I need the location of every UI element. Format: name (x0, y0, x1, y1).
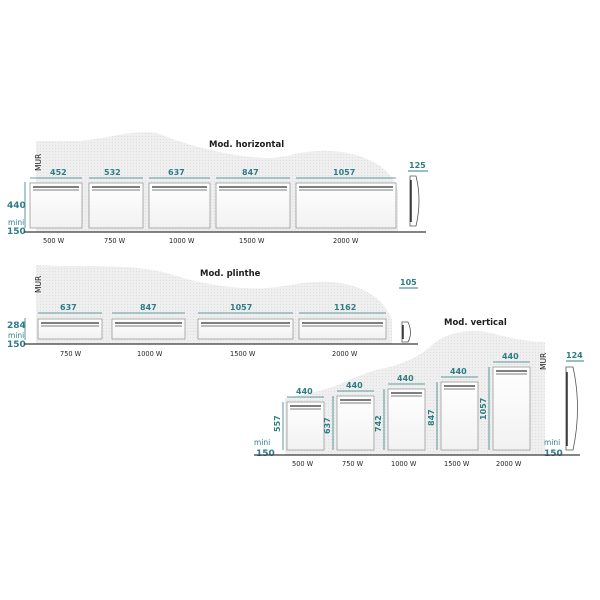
width-plinthe-4: 1162 (334, 303, 356, 312)
depth-horizontal: 125 (409, 161, 426, 170)
section-plinthe: MUR Mod. plinthe 105 284 mini 150 (7, 265, 418, 358)
watt-vertical-2: 750 W (342, 460, 364, 468)
watt-horizontal-5: 2000 W (333, 237, 359, 245)
watt-horizontal-4: 1500 W (239, 237, 265, 245)
mini-label-horizontal: mini (8, 218, 24, 227)
height-vertical-2: 637 (323, 417, 332, 434)
mini-label-plinthe: mini (8, 331, 24, 340)
width-horizontal-3: 637 (168, 168, 185, 177)
panel-vertical-500 (286, 401, 325, 451)
panel-horizontal-750 (88, 182, 144, 229)
watt-horizontal-2: 750 W (104, 237, 126, 245)
width-horizontal-1: 452 (50, 168, 67, 177)
width-plinthe-1: 637 (60, 303, 77, 312)
panel-plinthe-1000 (111, 318, 186, 340)
panel-plinthe-1500 (197, 318, 294, 340)
panel-horizontal-2000 (295, 182, 397, 229)
wall-label-vertical: MUR (539, 353, 548, 370)
mini-label-vertical-right: mini (544, 438, 560, 447)
wall-label-horizontal: MUR (34, 154, 43, 171)
mini-value-vertical-right: 150 (544, 449, 563, 459)
depth-vertical: 124 (566, 351, 583, 360)
watt-vertical-3: 1000 W (391, 460, 417, 468)
width-horizontal-2: 532 (104, 168, 121, 177)
panel-vertical-1500 (440, 381, 479, 451)
panel-horizontal-1500 (215, 182, 291, 229)
side-profile-horizontal (409, 175, 420, 227)
watt-horizontal-1: 500 W (43, 237, 65, 245)
width-vertical-5: 440 (502, 352, 519, 361)
watt-plinthe-4: 2000 W (332, 350, 358, 358)
panel-vertical-2000 (492, 366, 531, 451)
watt-plinthe-3: 1500 W (230, 350, 256, 358)
panel-horizontal-500 (29, 182, 83, 229)
mini-value-plinthe: 150 (7, 340, 26, 350)
width-plinthe-2: 847 (140, 303, 157, 312)
panel-plinthe-2000 (298, 318, 387, 340)
depth-plinthe: 105 (400, 278, 417, 287)
mini-label-vertical: mini (254, 438, 270, 447)
title-horizontal: Mod. horizontal (209, 140, 284, 150)
watt-vertical-1: 500 W (292, 460, 314, 468)
watt-plinthe-1: 750 W (60, 350, 82, 358)
section-horizontal: MUR Mod. horizontal 125 440 mini 150 (7, 132, 428, 245)
height-plinthe: 284 (7, 321, 26, 331)
width-horizontal-5: 1057 (333, 168, 355, 177)
panel-plinthe-750 (37, 318, 103, 340)
height-horizontal: 440 (7, 201, 26, 211)
width-plinthe-3: 1057 (230, 303, 252, 312)
width-vertical-4: 440 (450, 367, 467, 376)
watt-vertical-4: 1500 W (444, 460, 470, 468)
panel-horizontal-1000 (148, 182, 211, 229)
title-vertical: Mod. vertical (444, 318, 507, 328)
width-vertical-2: 440 (346, 381, 363, 390)
width-horizontal-4: 847 (242, 168, 259, 177)
side-profile-plinthe (401, 321, 411, 343)
watt-vertical-5: 2000 W (496, 460, 522, 468)
panel-vertical-1000 (387, 388, 426, 451)
mini-value-vertical: 150 (256, 449, 275, 459)
watt-plinthe-2: 1000 W (137, 350, 163, 358)
side-profile-vertical (565, 366, 578, 451)
height-vertical-3: 742 (374, 415, 383, 432)
section-vertical: MUR Mod. vertical 124 mini 150 mini 150 (254, 318, 584, 468)
mini-value-horizontal: 150 (7, 227, 26, 237)
width-vertical-3: 440 (397, 374, 414, 383)
panel-vertical-750 (336, 395, 375, 451)
watt-horizontal-3: 1000 W (169, 237, 195, 245)
width-vertical-1: 440 (296, 387, 313, 396)
title-plinthe: Mod. plinthe (200, 269, 261, 279)
height-vertical-4: 847 (427, 409, 436, 426)
wall-label-plinthe: MUR (34, 276, 43, 293)
height-vertical-1: 557 (273, 415, 282, 432)
height-vertical-5: 1057 (479, 398, 488, 420)
